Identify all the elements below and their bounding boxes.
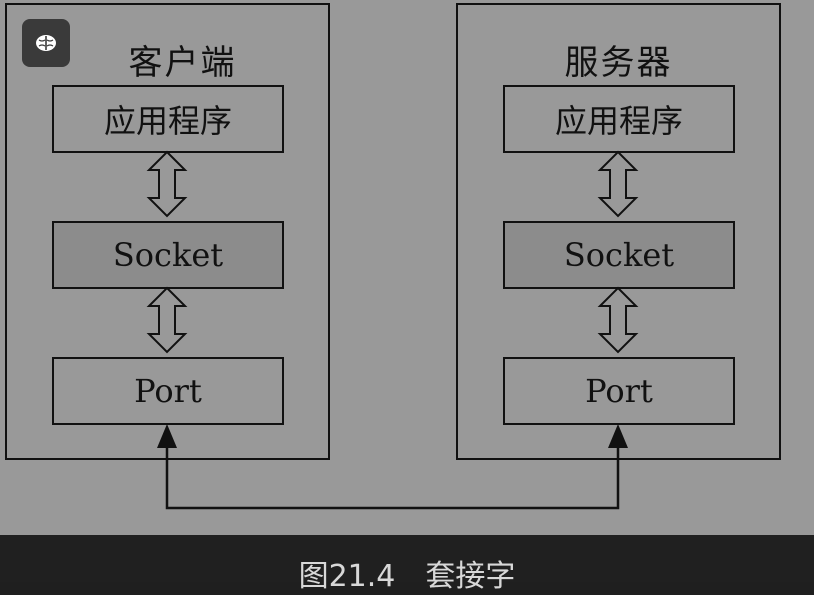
server-socket-port-arrow [597,286,639,354]
server-socket-label: Socket [563,236,675,274]
client-panel: 客户端 应用程序 Socket Port [5,3,330,460]
server-port-arrowhead [608,424,628,448]
diagram-area: 客户端 应用程序 Socket Port 服务器 应用程序 Socket Por… [0,0,814,535]
network-connection-line [165,448,620,510]
client-app-box: 应用程序 [52,85,284,153]
client-socket-port-arrow [146,286,188,354]
server-port-label: Port [585,372,653,410]
server-title: 服务器 [564,43,673,83]
server-port-box: Port [503,357,735,425]
server-socket-box: Socket [503,221,735,289]
caption-bar: 图21.4 套接字 [0,535,814,594]
client-title: 客户端 [128,43,237,83]
client-port-arrowhead [157,424,177,448]
client-port-box: Port [52,357,284,425]
figure-caption: 图21.4 套接字 [298,559,516,594]
server-panel: 服务器 应用程序 Socket Port [456,3,781,460]
server-app-label: 应用程序 [554,102,683,140]
client-socket-label: Socket [112,236,224,274]
server-app-socket-arrow [597,150,639,218]
client-app-socket-arrow [146,150,188,218]
client-app-label: 应用程序 [103,102,232,140]
connector-layer [146,150,639,510]
client-socket-box: Socket [52,221,284,289]
server-app-box: 应用程序 [503,85,735,153]
client-port-label: Port [134,372,202,410]
brain-icon[interactable] [22,19,70,67]
